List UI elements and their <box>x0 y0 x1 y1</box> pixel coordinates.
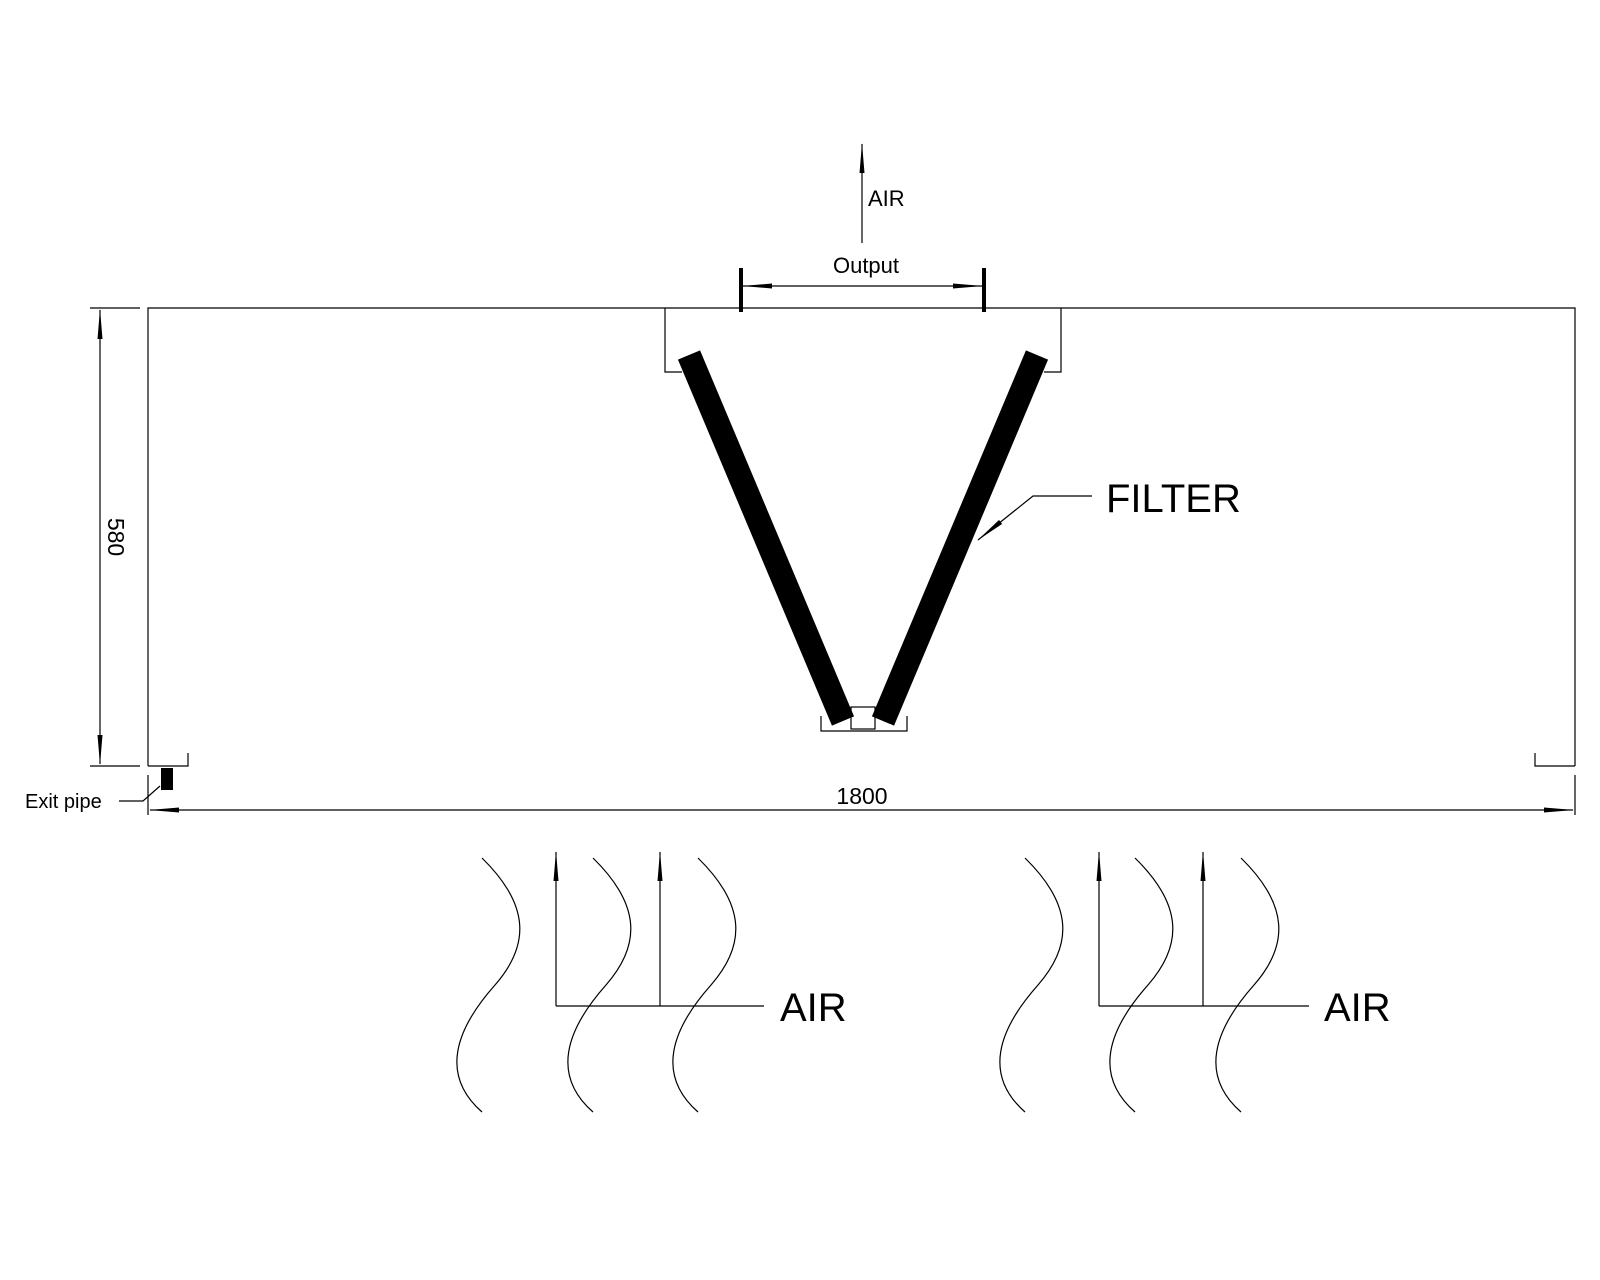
air-in-group-left: AIR <box>456 851 847 1113</box>
air-left-label: AIR <box>780 986 847 1030</box>
height-dim-label: 580 <box>103 518 129 556</box>
housing-right-foot <box>1534 753 1575 767</box>
filter-panel-right <box>871 350 1049 726</box>
width-dim-label: 1800 <box>836 783 887 809</box>
height-dimension: 580 <box>90 307 140 767</box>
filter-bottom-base <box>820 716 908 732</box>
filter-callout: FILTER <box>977 477 1241 541</box>
air-top-label: AIR <box>868 186 905 211</box>
exit-pipe-label: Exit pipe <box>25 791 102 813</box>
air-in-group-right: AIR <box>999 851 1391 1113</box>
air-wave-right-3 <box>1215 857 1280 1113</box>
exit-pipe-block <box>161 768 173 790</box>
filter <box>677 350 1049 732</box>
filter-bottom-block <box>850 706 876 730</box>
air-wave-left-2 <box>567 857 632 1113</box>
housing-left-wall <box>147 307 1576 766</box>
output-label: Output <box>833 253 899 278</box>
output-dimension: Output <box>739 253 986 312</box>
filter-leader-line <box>977 495 1092 541</box>
exit-pipe-leader <box>119 785 161 802</box>
air-right-label: AIR <box>1324 986 1391 1030</box>
exit-pipe: Exit pipe <box>25 768 173 813</box>
housing <box>147 307 1576 767</box>
air-wave-left-1 <box>456 857 521 1113</box>
left-top-bracket <box>664 308 682 373</box>
air-wave-right-1 <box>999 857 1064 1113</box>
filter-panel-left <box>677 350 855 726</box>
right-top-bracket <box>1044 308 1062 373</box>
air-wave-right-2 <box>1109 857 1174 1113</box>
air-wave-left-3 <box>672 857 737 1113</box>
housing-left-foot <box>148 753 189 767</box>
filter-label: FILTER <box>1106 477 1241 521</box>
air-out-arrow: AIR <box>859 143 905 243</box>
width-dimension: 1800 <box>147 775 1576 815</box>
